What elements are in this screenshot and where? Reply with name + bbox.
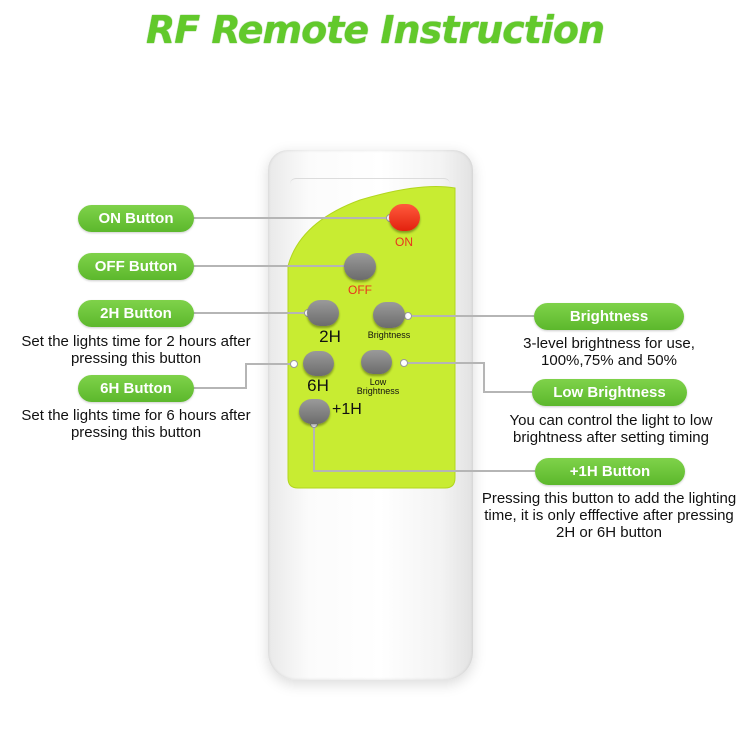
callout-low-brightness-description: You can control the light to low brightn… [509,412,713,446]
remote-off-label: OFF [348,283,372,297]
remote-2h-label: 2H [319,327,341,346]
remote-brightness-label: Brightness [367,330,411,340]
callout-brightness-description: 3-level brightness for use, 100%,75% and… [523,335,695,369]
connector-plus1h [313,424,535,472]
remote-top-recess [290,178,450,219]
connector-6h [193,363,294,389]
remote-plus1h-button[interactable] [299,399,330,424]
callout-off-button: OFF Button [78,253,194,280]
callout-plus1h-description: Pressing this button to add the lighting… [481,490,737,541]
callout-plus1h-button: +1H Button [535,458,685,485]
remote-2h-button[interactable] [307,300,339,326]
callout-2h-button: 2H Button [78,300,194,327]
callout-6h-button: 6H Button [78,375,194,402]
remote-low-brightness-label: Low Brightness [356,377,400,396]
callout-2h-description: Set the lights time for 2 hours after pr… [21,333,251,367]
callout-low-brightness: Low Brightness [532,379,687,406]
callout-brightness: Brightness [534,303,684,330]
page-title: RF Remote Instruction [145,8,605,52]
remote-brightness-button[interactable] [373,302,405,328]
remote-off-button[interactable] [344,253,376,280]
remote-on-label: ON [395,235,413,249]
remote-plus1h-label: +1H [332,401,362,418]
remote-low-brightness-button[interactable] [361,350,392,374]
callout-on-button: ON Button [78,205,194,232]
remote-6h-button[interactable] [303,351,334,376]
callout-6h-description: Set the lights time for 6 hours after pr… [21,407,251,441]
connector-low-brightness [404,362,532,393]
remote-on-button[interactable] [389,204,420,231]
remote-6h-label: 6H [307,376,329,395]
